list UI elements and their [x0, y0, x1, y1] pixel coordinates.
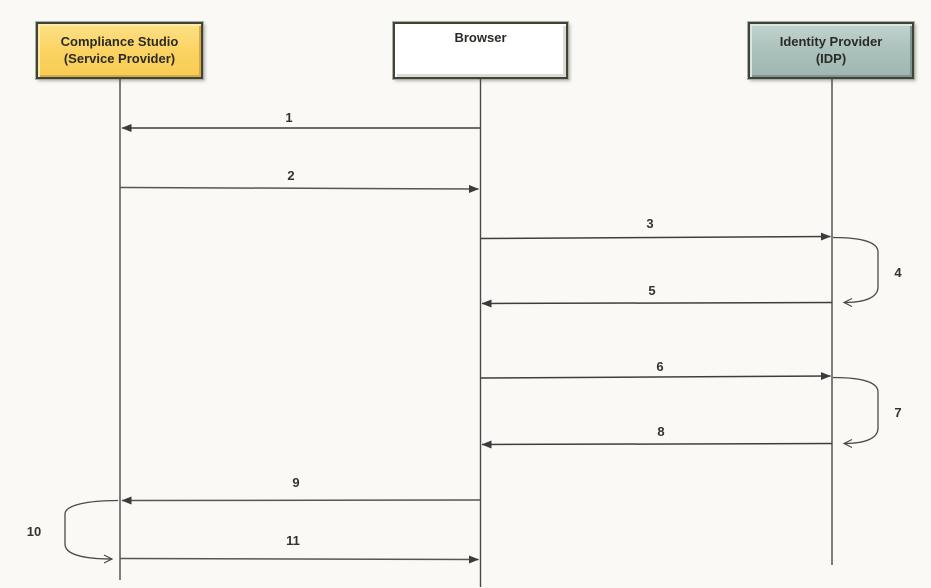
message-11-label: 11 — [286, 533, 300, 548]
actor-label-idp: Identity Provider (IDP) — [779, 33, 883, 66]
actor-label-service-provider: Compliance Studio (Service Provider) — [60, 33, 179, 66]
message-4-self-loop — [832, 236, 879, 308]
message-5-arrow — [481, 299, 833, 308]
message-8-arrow — [481, 440, 833, 449]
actor-box-browser: Browser — [392, 21, 569, 80]
message-11-arrow — [119, 555, 479, 564]
message-8-label: 8 — [657, 424, 664, 439]
message-6-label: 6 — [656, 359, 663, 374]
message-9-label: 9 — [292, 475, 299, 490]
message-10-self-loop — [64, 499, 119, 564]
message-1-label: 1 — [285, 110, 292, 125]
actor-box-service-provider: Compliance Studio (Service Provider) — [35, 21, 204, 80]
message-5-label: 5 — [648, 283, 655, 298]
actor-box-idp: Identity Provider (IDP) — [747, 21, 915, 80]
message-7-label: 7 — [894, 405, 901, 420]
message-9-arrow — [121, 496, 481, 505]
message-2-arrow — [119, 184, 479, 193]
message-3-label: 3 — [646, 216, 653, 231]
actor-label-browser: Browser — [454, 30, 507, 45]
message-6-arrow — [480, 372, 831, 381]
message-4-label: 4 — [894, 265, 902, 280]
message-7-self-loop — [832, 376, 879, 449]
message-10-label: 10 — [27, 524, 41, 539]
message-2-label: 2 — [287, 168, 294, 183]
message-3-arrow — [480, 232, 831, 241]
